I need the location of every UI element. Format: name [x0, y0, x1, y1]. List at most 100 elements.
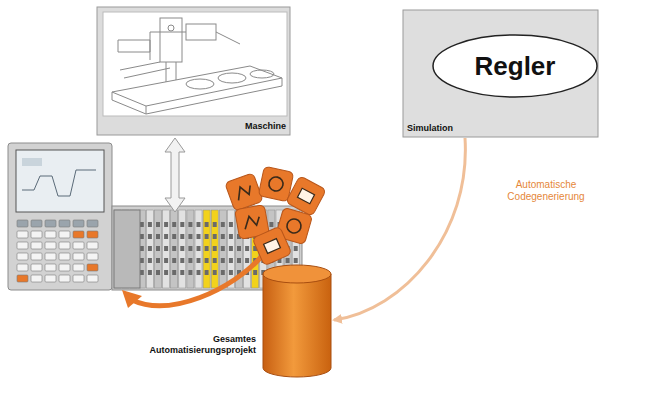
- simulation-panel: [403, 10, 598, 137]
- terminal: [164, 234, 168, 239]
- key-button: [31, 231, 42, 238]
- machine-sketch: [186, 79, 214, 89]
- terminal: [221, 258, 225, 263]
- terminal: [156, 270, 160, 275]
- terminal: [180, 246, 184, 251]
- project-database: Gesamtes Automatisierungsprojekt: [262, 264, 332, 378]
- terminal: [237, 246, 241, 251]
- simulation-panel: [403, 10, 598, 137]
- drawing-stroke: [285, 217, 302, 234]
- machine-sketch: [218, 73, 246, 83]
- terminal: [148, 222, 152, 227]
- key-button: [59, 242, 70, 249]
- terminal: [156, 258, 160, 263]
- key-button: [45, 275, 56, 282]
- terminal: [172, 246, 176, 251]
- terminal: [213, 222, 217, 227]
- terminal: [286, 258, 290, 263]
- terminal: [294, 258, 298, 263]
- key-button: [31, 275, 42, 282]
- key-button: [17, 220, 28, 227]
- hmi-panel: [16, 150, 104, 212]
- terminal: [172, 234, 176, 239]
- terminal: [253, 270, 257, 275]
- key-button: [59, 220, 70, 227]
- io-slice: [146, 210, 153, 288]
- key-button: [31, 220, 42, 227]
- key-button: [73, 231, 84, 238]
- edge-label: Automatische Codegenerierung: [485, 178, 607, 204]
- deploy-arrow: [122, 256, 262, 308]
- key-button: [45, 242, 56, 249]
- key-button: [59, 231, 70, 238]
- io-slice: [211, 210, 218, 288]
- key-button: [87, 220, 98, 227]
- machine-sketch: [112, 66, 282, 106]
- terminal: [197, 270, 201, 275]
- terminal: [221, 246, 225, 251]
- machine-sketch: [168, 25, 174, 31]
- key-button: [17, 253, 28, 260]
- io-slice: [195, 210, 202, 288]
- terminal: [188, 222, 192, 227]
- terminal: [172, 270, 176, 275]
- machine-sketch: [250, 70, 274, 78]
- terminal: [221, 234, 225, 239]
- terminal: [188, 234, 192, 239]
- io-slice: [227, 210, 234, 288]
- key-button: [17, 264, 28, 271]
- machine-sketch: [112, 78, 282, 114]
- terminal: [213, 270, 217, 275]
- terminal: [213, 246, 217, 251]
- terminal: [156, 222, 160, 227]
- key-button: [31, 264, 42, 271]
- cylinder-shape: [262, 264, 332, 378]
- terminal: [229, 234, 233, 239]
- key-button: [31, 242, 42, 249]
- panel-label: Gesamtes Automatisierungsprojekt: [131, 334, 256, 357]
- simulation-panel: SimulationRegler: [403, 10, 598, 137]
- terminal: [294, 246, 298, 251]
- key-button: [45, 220, 56, 227]
- terminal: [148, 270, 152, 275]
- icon-tile: [252, 226, 292, 266]
- key-button: [45, 253, 56, 260]
- terminal: [269, 222, 273, 227]
- drawing-stroke: [252, 226, 292, 266]
- key-button: [59, 253, 70, 260]
- terminal: [164, 258, 168, 263]
- terminal: [221, 270, 225, 275]
- terminal: [205, 270, 209, 275]
- drawing-stroke: [264, 239, 281, 254]
- terminal: [245, 258, 249, 263]
- terminal: [164, 222, 168, 227]
- terminal: [197, 222, 201, 227]
- terminal: [213, 234, 217, 239]
- controller-ellipse: Regler: [432, 34, 598, 98]
- cylinder-shape: [263, 274, 331, 377]
- key-button: [73, 264, 84, 271]
- terminal: [188, 246, 192, 251]
- key-button: [73, 242, 84, 249]
- cylinder-top: [263, 265, 331, 283]
- terminal: [180, 258, 184, 263]
- hmi-panel: [8, 143, 112, 290]
- machine-sketch: [118, 40, 150, 52]
- terminal: [180, 270, 184, 275]
- key-button: [87, 242, 98, 249]
- panel-label: Maschine: [245, 121, 286, 131]
- terminal: [229, 258, 233, 263]
- terminal: [148, 246, 152, 251]
- terminal: [205, 234, 209, 239]
- machine-sketch: [186, 24, 216, 40]
- machine-sketch: [160, 18, 182, 62]
- terminal: [229, 222, 233, 227]
- function-icons: [225, 166, 327, 266]
- machine-panel: Maschine: [97, 7, 290, 135]
- io-slice: [163, 210, 170, 288]
- key-button: [17, 242, 28, 249]
- io-slice: [203, 210, 210, 288]
- terminal: [229, 270, 233, 275]
- hmi-panel: [17, 220, 98, 282]
- terminal: [148, 258, 152, 263]
